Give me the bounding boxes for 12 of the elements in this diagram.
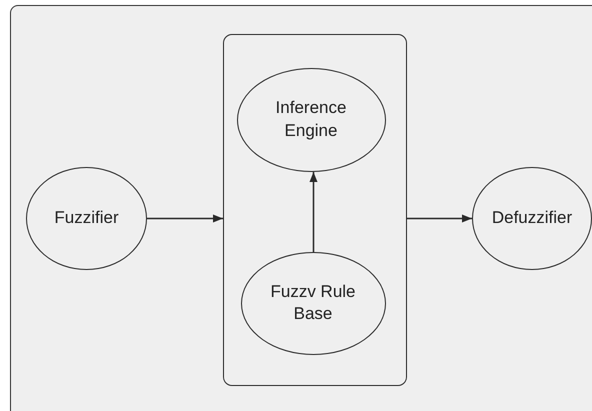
- node-label: Fuzzifier: [54, 207, 119, 230]
- process-ellipse: [236, 68, 386, 172]
- process-ellipse: [472, 167, 592, 270]
- arrow: [147, 214, 223, 222]
- node-label: Defuzzifier: [492, 207, 572, 230]
- process-ellipse: [240, 252, 386, 354]
- node-label: Inference Engine: [274, 97, 348, 142]
- arrow: [310, 172, 318, 252]
- node-label: Fuzzv Rule Base: [269, 280, 357, 325]
- process-ellipse: [26, 167, 147, 270]
- arrow: [407, 214, 472, 222]
- group-box: [223, 34, 407, 386]
